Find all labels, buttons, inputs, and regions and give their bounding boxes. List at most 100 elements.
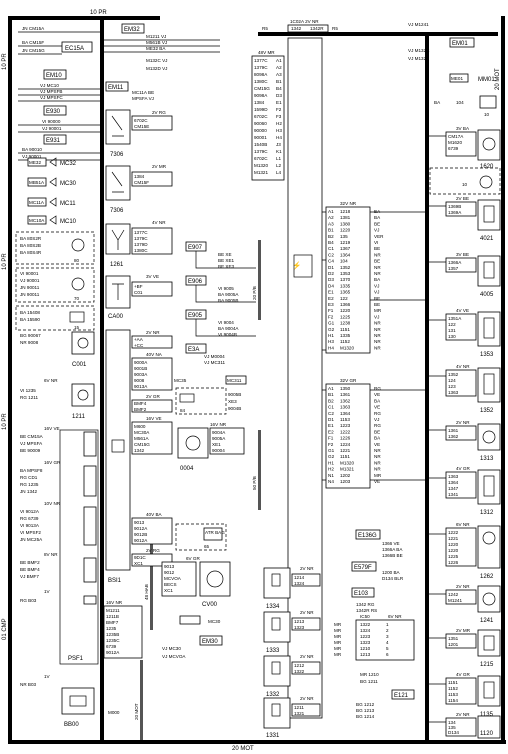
pin-32gr-wire: 1202	[340, 473, 351, 478]
connector-10: BA 104 10	[434, 95, 497, 117]
pin-ic50-wire: 1323	[360, 640, 371, 645]
svg-text:RG B03: RG B03	[20, 598, 37, 603]
pin-32nr-color: NR	[374, 252, 381, 257]
svg-text:EM32: EM32	[124, 27, 140, 33]
pin-32nr-color: BA	[374, 215, 381, 220]
pin-32nr-wire: 104	[340, 259, 348, 264]
svg-text:124: 124	[448, 378, 456, 383]
svg-text:1220: 1220	[448, 548, 459, 553]
connector-mc35: MC35 MC311	[174, 375, 247, 385]
svg-text:ME01: ME01	[451, 76, 463, 81]
svg-text:1235C: 1235C	[106, 638, 120, 643]
pin-32gr-wire: M1321	[340, 467, 354, 472]
svg-text:VJ M1320: VJ M1320	[408, 56, 429, 61]
top-right-bar	[258, 32, 498, 36]
pin-32nr-pos: C1	[328, 246, 334, 251]
fuse-e931: E931 BA 90010 VJ 90001	[18, 134, 100, 161]
pin-32nr-pos: G1	[328, 321, 335, 326]
svg-text:7306: 7306	[110, 208, 124, 214]
svg-text:2V NR: 2V NR	[146, 330, 160, 335]
svg-text:2V NR: 2V NR	[300, 654, 314, 659]
left-vertical-label-2: 10 PR	[2, 253, 8, 270]
svg-text:XC1: XC1	[134, 561, 143, 566]
svg-text:M561A: M561A	[134, 436, 149, 441]
svg-text:9004B: 9004B	[228, 406, 241, 411]
svg-text:8V NR: 8V NR	[44, 552, 58, 557]
fuse-ec15a: EC15A JN CM15A BA CM15F JN CM15G	[18, 26, 100, 55]
svg-text:+BF: +BF	[134, 284, 143, 289]
svg-text:E3A: E3A	[188, 347, 199, 353]
svg-text:MC11: MC11	[60, 201, 76, 207]
svg-text:1342 RG: 1342 RG	[356, 602, 375, 607]
svg-text:BG 1214: BG 1214	[356, 714, 375, 719]
ignition-ca00: 3V VE +BF C01 CA00	[105, 274, 173, 320]
svg-text:2V NR: 2V NR	[456, 420, 470, 425]
svg-text:JN 90011: JN 90011	[20, 292, 40, 297]
svg-text:VI 9012A: VI 9012A	[20, 509, 40, 514]
svg-text:VJ 90001: VJ 90001	[42, 126, 62, 131]
svg-text:BA 9004A: BA 9004A	[218, 326, 239, 331]
svg-text:1V: 1V	[44, 589, 51, 594]
svg-text:6702C: 6702C	[134, 118, 148, 123]
svg-text:1341: 1341	[448, 492, 459, 497]
pin-32nr-pos: E3	[328, 302, 334, 307]
svg-text:VI 9013A: VI 9013A	[20, 523, 40, 528]
svg-text:1135: 1135	[480, 712, 494, 718]
svg-text:MB51A: MB51A	[29, 180, 45, 185]
pin-32nr-pos: D1	[328, 265, 334, 270]
svg-text:+CC: +CC	[134, 343, 144, 348]
svg-text:RG CD1: RG CD1	[20, 475, 38, 480]
sensor-1120: 2V NR 134 135 D134 1120	[445, 712, 501, 739]
sensor-1215: 2V MR 1351 1201 1215	[445, 628, 501, 668]
svg-text:1377C: 1377C	[134, 230, 148, 235]
fuse-e930: E930 VI 90000 VJ 90001	[18, 105, 100, 133]
svg-text:1321: 1321	[294, 711, 305, 716]
svg-text:VI 1235: VI 1235	[20, 388, 36, 393]
svg-text:VJ M1241: VJ M1241	[408, 22, 429, 27]
inner-right-bus	[425, 32, 429, 740]
svg-text:1322: 1322	[294, 669, 305, 674]
svg-text:131: 131	[448, 328, 456, 333]
svg-text:E907: E907	[188, 245, 203, 251]
svg-text:RG 1235: RG 1235	[20, 482, 39, 487]
svg-text:1226: 1226	[448, 560, 459, 565]
svg-text:E579F: E579F	[354, 565, 372, 571]
mid-vertical-bar-3	[150, 520, 153, 630]
pin-32gr-wire: 1153	[340, 417, 350, 422]
sensor-1135: 4V GR 1151 1152 1153 1154 1135	[445, 672, 501, 718]
svg-text:JN CM15G: JN CM15G	[22, 48, 45, 53]
pin-48v-wire: 1380C	[254, 79, 268, 84]
svg-text:70: 70	[74, 296, 80, 301]
pin-32nr-color: BA	[374, 277, 381, 282]
pin-48v-wire: M1321	[254, 170, 268, 175]
svg-text:1369B: 1369B	[448, 204, 461, 209]
connector-c001: BG 90067 NR 9008 C001	[20, 331, 95, 368]
bottom-bar-label: 20 MOT	[232, 746, 254, 752]
pin-32nr-color: BE	[374, 296, 380, 301]
svg-text:9013: 9013	[164, 564, 175, 569]
pin-32nr-pos: A3	[328, 221, 334, 226]
pin-48v-wire: CM15G	[254, 86, 270, 91]
svg-text:D134: D134	[448, 730, 459, 735]
pin-32gr-color: NR	[374, 454, 381, 459]
svg-text:134: 134	[448, 720, 456, 725]
pin-ic50-wire: 1210	[360, 646, 371, 651]
pin-32nr-color: NR	[374, 321, 381, 326]
block-atr-bag: ATR BAG 65	[175, 523, 227, 551]
pin-32nr-pos: B2	[328, 234, 334, 239]
svg-text:VJ MPSFC: VJ MPSFC	[40, 95, 63, 100]
right-vertical-bar	[501, 16, 505, 744]
svg-text:10: 10	[462, 182, 468, 187]
pin-32gr-pos: F1	[328, 436, 334, 441]
svg-text:BMF4: BMF4	[134, 401, 147, 406]
svg-text:+AA: +AA	[134, 337, 144, 342]
svg-text:BE BMF2: BE BMF2	[20, 560, 40, 565]
svg-text:MC35: MC35	[174, 378, 187, 383]
pin-32nr-color: VJ	[374, 314, 379, 319]
pin-32nr-color: NR	[374, 327, 381, 332]
pin-32nr-wire: 1220	[340, 308, 351, 313]
battery-bb00: 1V NR B03 BB00	[20, 674, 95, 728]
svg-text:BA: BA	[434, 100, 441, 105]
